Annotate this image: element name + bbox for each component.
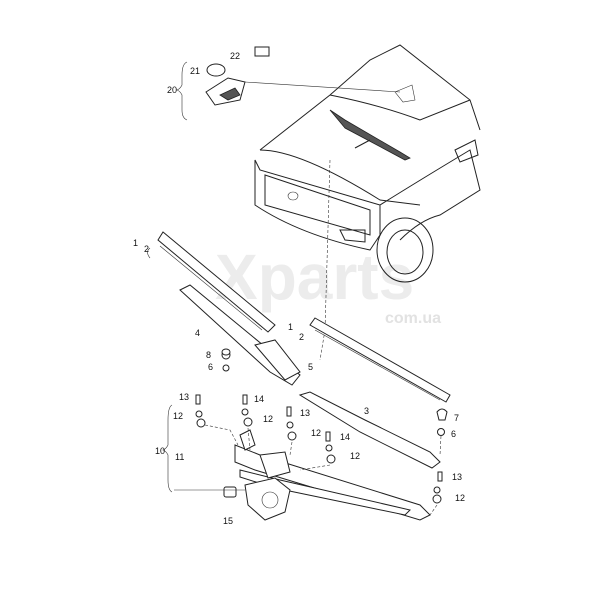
callout-13-b: 13 <box>300 408 311 418</box>
left-wiper-blade <box>147 231 276 333</box>
callout-1-right: 1 <box>288 322 294 332</box>
callout-13-c: 13 <box>452 472 463 482</box>
callout-3: 3 <box>364 406 370 416</box>
watermark-brand: Xparts <box>215 241 415 313</box>
right-wiper-arm <box>298 391 448 469</box>
callout-20: 20 <box>167 85 178 95</box>
callout-14-b: 14 <box>340 432 351 442</box>
callout-4: 4 <box>195 328 201 338</box>
callout-6-right: 6 <box>451 429 457 439</box>
callout-8: 8 <box>206 350 212 360</box>
callout-11: 11 <box>175 452 185 462</box>
left-wiper-arm <box>179 159 331 386</box>
callout-22: 22 <box>230 51 241 61</box>
callout-2-right: 2 <box>299 332 305 342</box>
car-illustration <box>254 44 481 283</box>
callout-13-a: 13 <box>179 392 190 402</box>
callout-15: 15 <box>223 516 234 526</box>
callout-1-left: 1 <box>133 238 139 248</box>
callout-7: 7 <box>454 413 460 423</box>
callout-12-c: 12 <box>311 428 322 438</box>
callout-12-d: 12 <box>350 451 361 461</box>
callout-5: 5 <box>308 362 314 372</box>
right-wiper-blade <box>309 317 451 403</box>
wiper-linkage <box>162 404 431 521</box>
callout-6-left: 6 <box>208 362 214 372</box>
watermark-domain: com.ua <box>385 310 442 327</box>
callout-10: 10 <box>155 446 166 456</box>
callout-2-left: 2 <box>144 244 150 254</box>
callout-12-a: 12 <box>173 411 184 421</box>
callout-12-e: 12 <box>455 493 466 503</box>
callout-14-a: 14 <box>254 394 265 404</box>
callout-12-b: 12 <box>263 414 274 424</box>
rain-sensor-group <box>176 46 401 121</box>
callout-21: 21 <box>190 66 201 76</box>
fasteners <box>195 348 443 516</box>
